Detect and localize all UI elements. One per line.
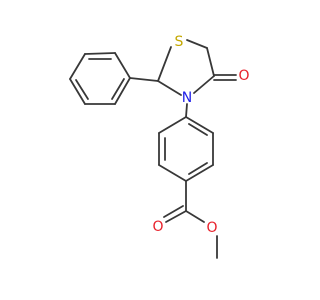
bond-ester-carbonyl-2	[163, 205, 184, 218]
bond-ch2-co	[206, 47, 215, 77]
carbonyl-oxygen-atom: O	[152, 219, 163, 235]
bond-phenyl-4	[69, 78, 86, 105]
bond-co-n	[193, 75, 215, 94]
ester-oxygen-atom: O	[206, 220, 217, 236]
bond-c2-phenyl	[129, 77, 159, 82]
bond-n-c2	[157, 80, 182, 96]
bond-benzene-6	[158, 116, 187, 134]
bond-benzene-inner-1	[188, 123, 208, 136]
bond-benzene-3	[185, 164, 214, 182]
bond-phenyl-6	[114, 77, 131, 105]
bond-s-ch2	[186, 39, 208, 49]
bond-phenyl-3	[69, 53, 86, 80]
bond-phenyl-inner-3	[111, 78, 125, 100]
bond-benzene-4	[158, 164, 187, 182]
bond-ester-o	[185, 210, 205, 223]
bond-phenyl-1	[114, 52, 131, 79]
ketone-oxygen-atom: O	[238, 68, 249, 84]
bond-benzene-inner-2	[188, 162, 208, 175]
molecule-structure: S N O O O	[69, 34, 250, 259]
bond-ester-carbonyl-1	[165, 210, 187, 223]
bond-benzene-1	[185, 116, 214, 134]
sulfur-atom: S	[175, 34, 184, 50]
nitrogen-atom: N	[182, 90, 192, 106]
bond-c2-s	[157, 46, 172, 82]
bond-phenyl-inner-2	[75, 79, 89, 100]
bond-phenyl-2	[84, 52, 116, 55]
bond-n-benzene	[185, 103, 188, 118]
